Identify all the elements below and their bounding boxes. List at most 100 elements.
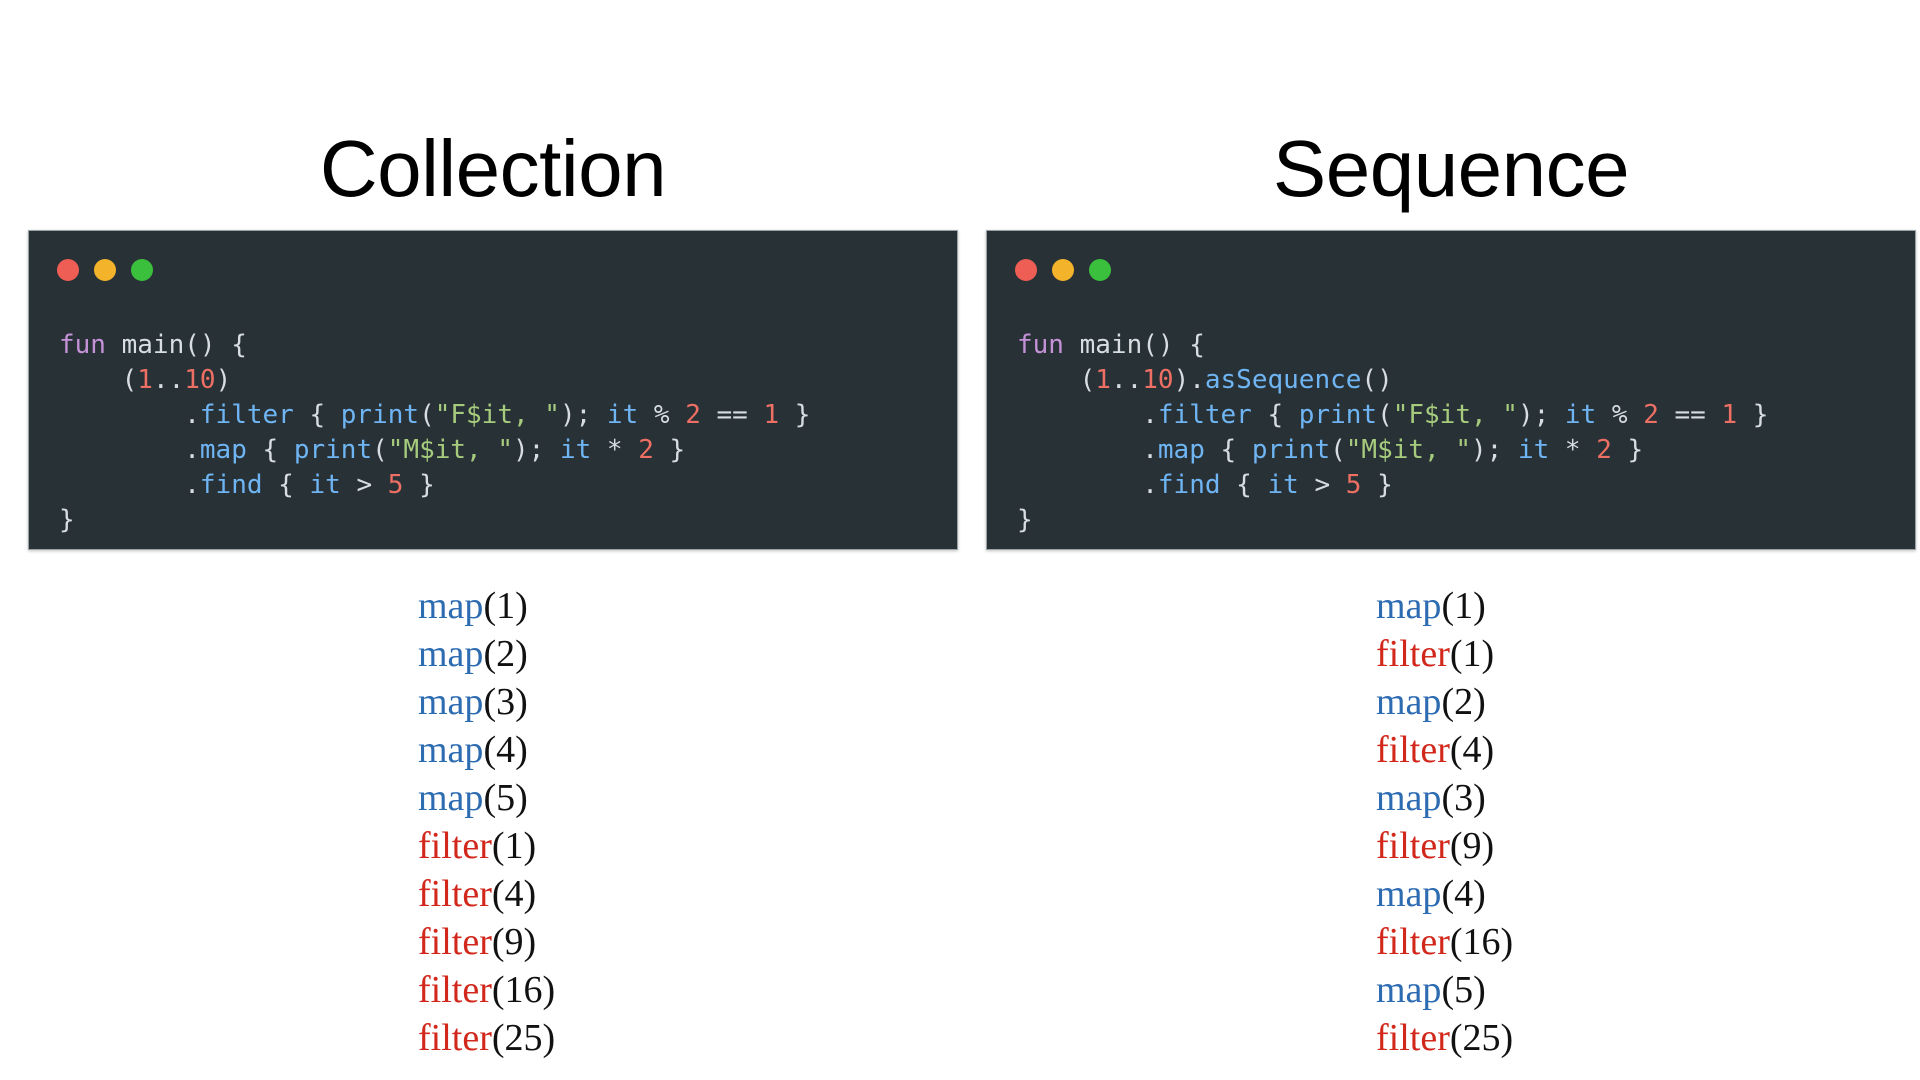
output-arg: (25)	[1449, 1017, 1514, 1059]
output-op: map	[1376, 777, 1442, 819]
code-window: fun main() { (1..10).asSequence() .filte…	[986, 230, 1916, 550]
code-token: .	[1017, 470, 1158, 500]
code-line: }	[59, 503, 810, 538]
output-item: map(1)	[418, 582, 555, 630]
code-token: it	[309, 470, 341, 500]
code-token: 5	[1345, 470, 1362, 500]
output-op: map	[1376, 681, 1442, 723]
code-token: }	[779, 400, 811, 430]
output-item: map(5)	[1376, 966, 1513, 1014]
output-item: filter(4)	[1376, 726, 1513, 774]
output-op: filter	[418, 921, 492, 963]
output-arg: (16)	[491, 969, 556, 1011]
output-item: map(2)	[418, 630, 555, 678]
code-token: }	[1017, 505, 1033, 535]
code-token: 2	[1643, 400, 1659, 430]
output-op: map	[418, 633, 484, 675]
code-window: fun main() { (1..10) .filter { print("F$…	[28, 230, 958, 550]
code-token: 10	[184, 365, 216, 395]
output-op: map	[418, 681, 484, 723]
output-item: filter(1)	[1376, 630, 1513, 678]
output-arg: (4)	[483, 729, 528, 771]
panel-title: Collection	[319, 124, 667, 213]
output-arg: (1)	[1441, 585, 1486, 627]
minimize-dot-icon	[94, 259, 116, 281]
code-token: it	[1267, 470, 1299, 500]
code-line: (1..10)	[59, 363, 810, 398]
maximize-dot-icon	[1089, 259, 1111, 281]
window-controls	[1015, 259, 1111, 281]
output-item: map(3)	[1376, 774, 1513, 822]
code-token: .	[1017, 400, 1158, 430]
output-item: map(4)	[1376, 870, 1513, 918]
code-token: (	[1017, 365, 1096, 395]
code-token: %	[1596, 400, 1644, 430]
code-token: ..	[152, 365, 185, 395]
output-op: map	[418, 777, 484, 819]
code-token: .	[59, 435, 200, 465]
code-token: map	[199, 435, 247, 465]
code-body: fun main() { (1..10).asSequence() .filte…	[1017, 328, 1768, 538]
code-token: 2	[685, 400, 701, 430]
code-line: .find { it > 5 }	[59, 468, 810, 503]
output-arg: (5)	[483, 777, 528, 819]
output-item: map(5)	[418, 774, 555, 822]
code-token: print	[293, 435, 373, 465]
code-token: .	[59, 470, 200, 500]
code-token: {	[1220, 470, 1268, 500]
code-token: "M$it, "	[1345, 435, 1471, 465]
output-arg: (4)	[1441, 873, 1486, 915]
output-arg: (1)	[491, 825, 537, 867]
panel-title: Sequence	[1272, 124, 1630, 213]
output-op: map	[418, 585, 484, 627]
output-item: filter(1)	[418, 822, 555, 870]
output-arg: (4)	[491, 873, 537, 915]
code-line: .filter { print("F$it, "); it % 2 == 1 }	[1017, 398, 1768, 433]
output-item: filter(16)	[1376, 918, 1513, 966]
output-op: filter	[418, 969, 492, 1011]
code-token: 1	[1721, 400, 1738, 430]
output-arg: (25)	[491, 1017, 556, 1059]
code-token: find	[1157, 470, 1221, 500]
output-op: map	[1376, 969, 1442, 1011]
code-token: it	[606, 400, 639, 430]
minimize-dot-icon	[1052, 259, 1074, 281]
code-token: it	[1517, 435, 1550, 465]
code-token: ==	[700, 400, 764, 430]
code-token: "M$it, "	[387, 435, 513, 465]
code-token: }	[59, 505, 75, 535]
output-op: filter	[1376, 729, 1450, 771]
output-arg: (3)	[483, 681, 528, 723]
output-item: filter(9)	[418, 918, 555, 966]
output-item: filter(16)	[418, 966, 555, 1014]
code-token: print	[340, 400, 420, 430]
output-op: filter	[1376, 1017, 1450, 1059]
output-arg: (1)	[483, 585, 528, 627]
code-token: asSequence	[1204, 365, 1362, 395]
code-token: %	[638, 400, 686, 430]
code-token: .	[59, 400, 200, 430]
code-token: *	[591, 435, 639, 465]
code-token: }	[1737, 400, 1769, 430]
code-line: .map { print("M$it, "); it * 2 }	[59, 433, 810, 468]
output-list: map(1)filter(1)map(2)filter(4)map(3)filt…	[1376, 582, 1513, 1062]
code-token: ..	[1110, 365, 1143, 395]
code-token: find	[199, 470, 263, 500]
output-op: map	[1376, 873, 1442, 915]
output-item: filter(25)	[1376, 1014, 1513, 1062]
code-token: filter	[1157, 400, 1252, 430]
code-token: (	[59, 365, 138, 395]
code-token: main() {	[1063, 330, 1205, 360]
sequence-panel: Sequence fun main() { (1..10).asSequence…	[986, 0, 1916, 1080]
code-token: }	[653, 435, 686, 465]
code-line: fun main() {	[1017, 328, 1768, 363]
code-token: 2	[638, 435, 654, 465]
code-token: print	[1251, 435, 1331, 465]
output-op: filter	[418, 1017, 492, 1059]
code-body: fun main() { (1..10) .filter { print("F$…	[59, 328, 810, 538]
code-token: }	[1361, 470, 1393, 500]
code-token: print	[1298, 400, 1378, 430]
output-op: filter	[1376, 633, 1450, 675]
output-item: filter(4)	[418, 870, 555, 918]
code-token: 5	[387, 470, 404, 500]
